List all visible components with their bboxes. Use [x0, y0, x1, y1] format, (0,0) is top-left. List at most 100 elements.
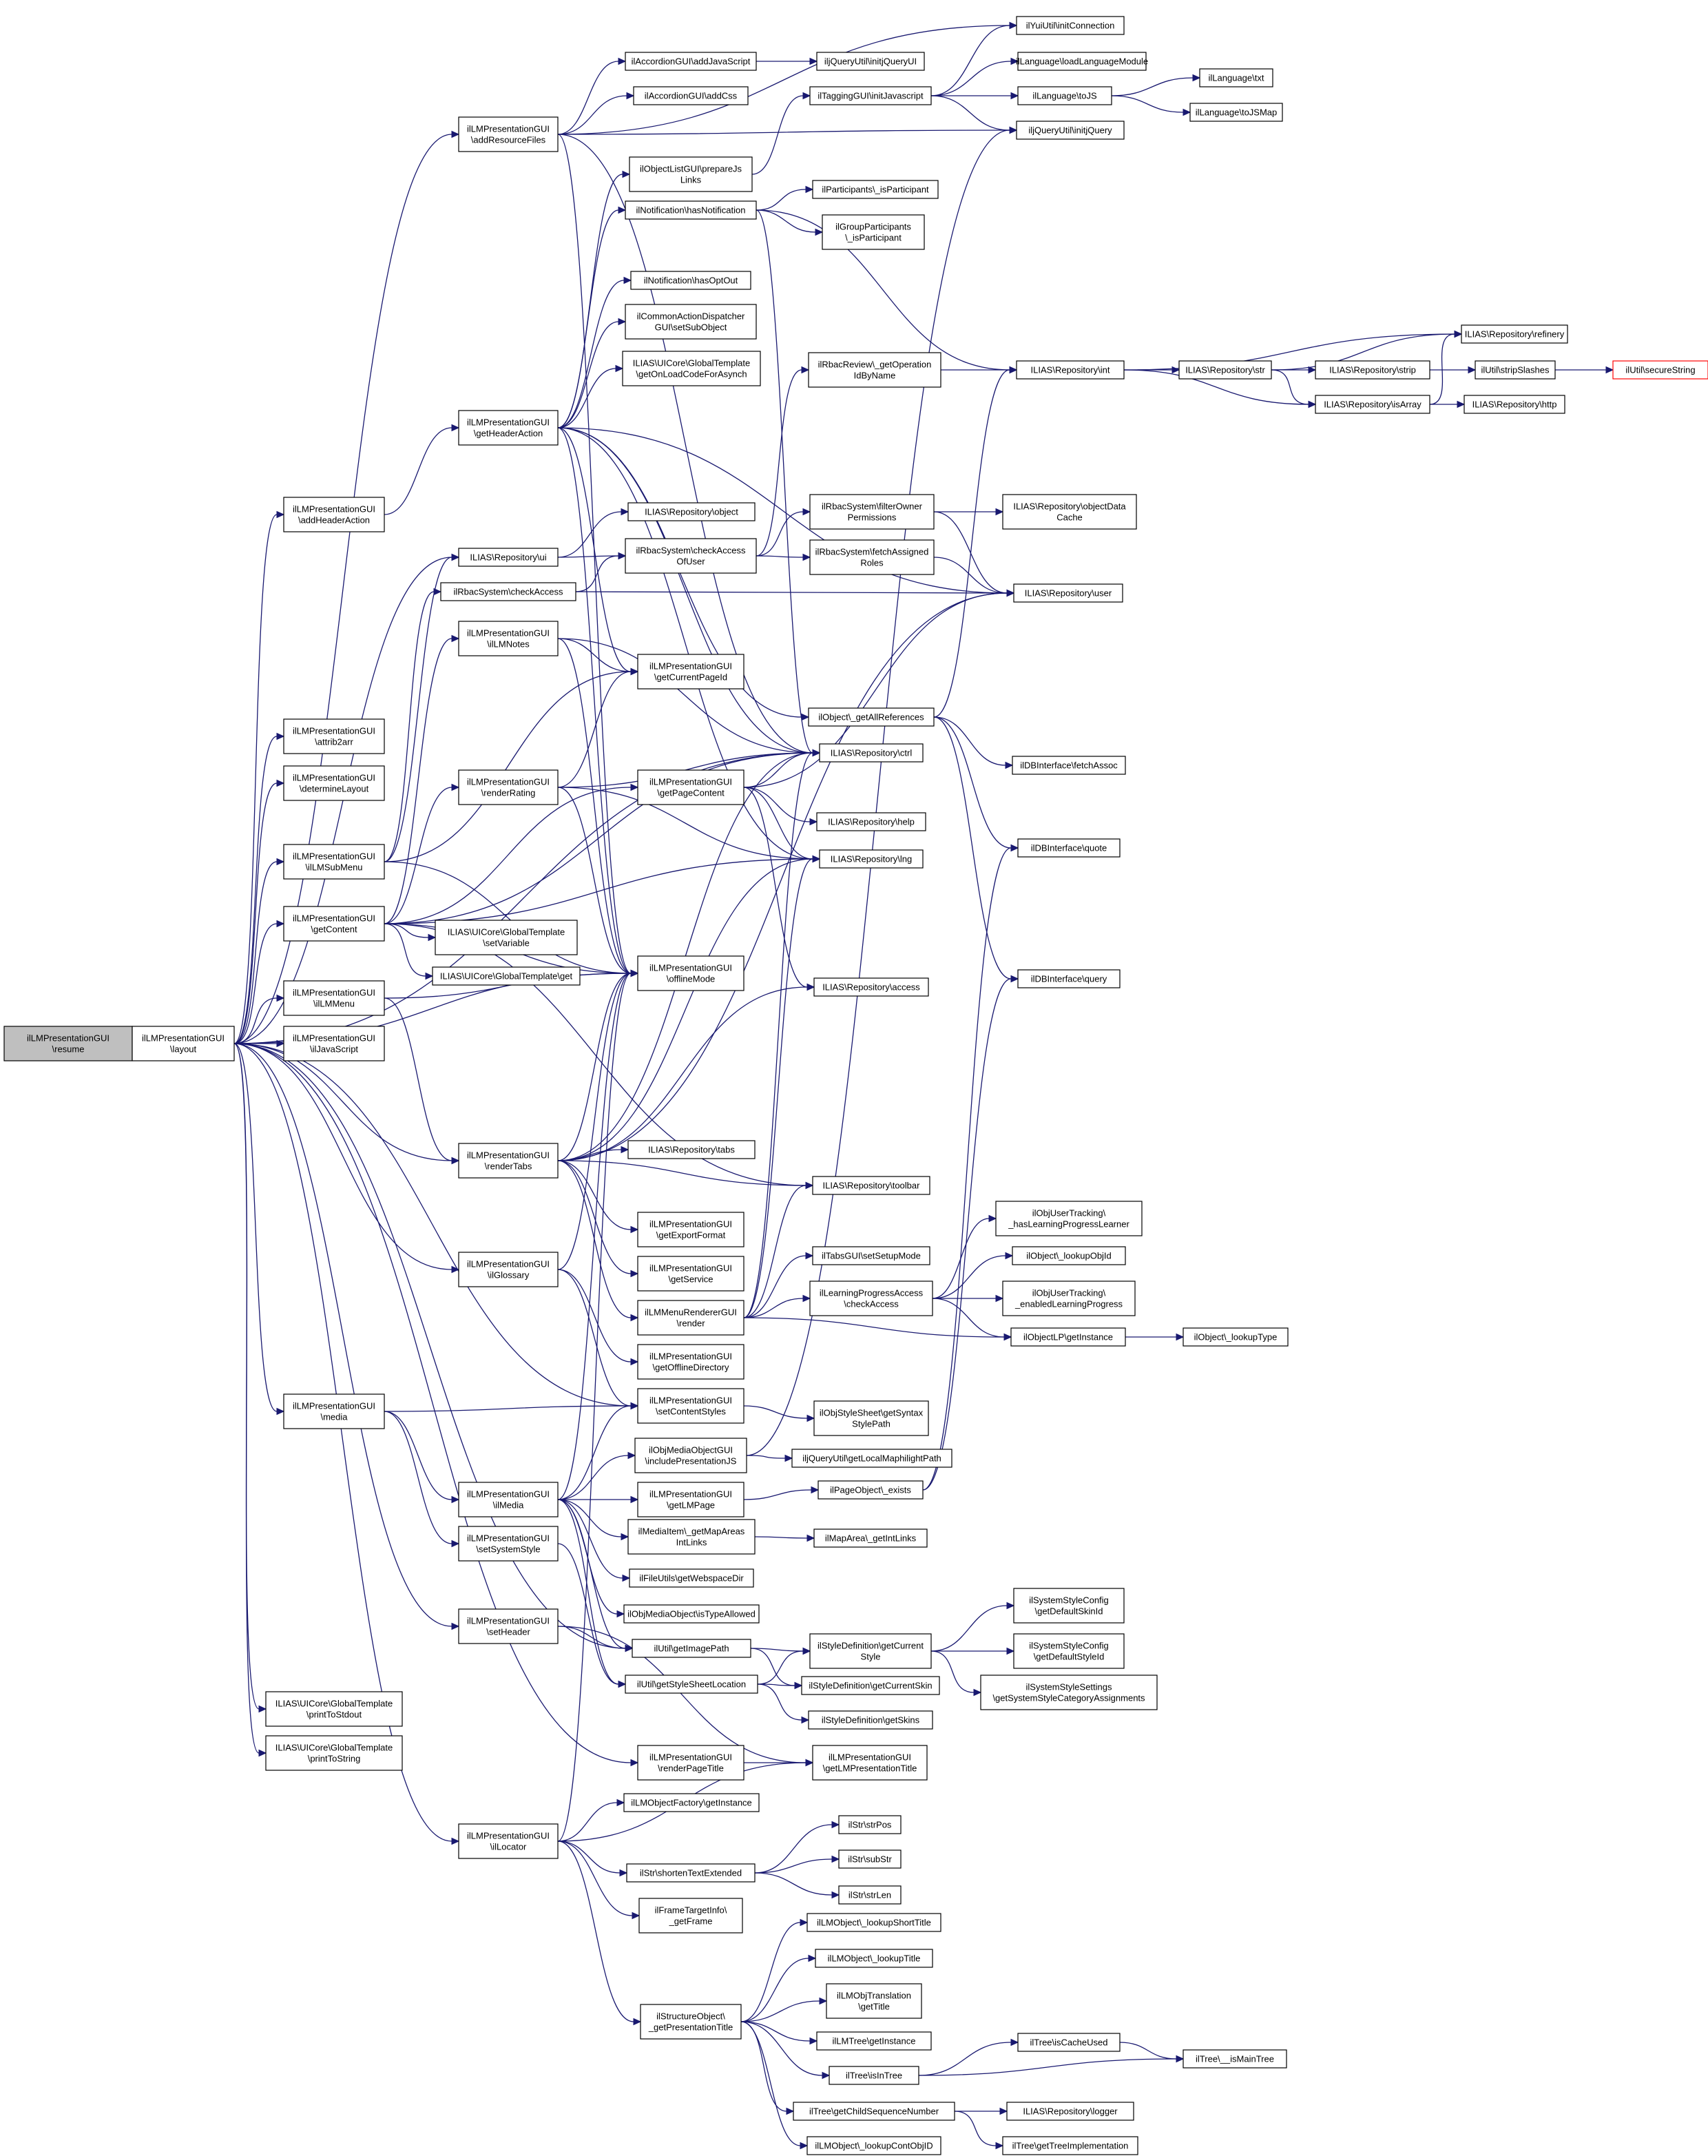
node-determineLayout[interactable]: ilLMPresentationGUI\determineLayout [283, 765, 385, 801]
node-repoLng[interactable]: ILIAS\Repository\lng [819, 849, 924, 869]
node-ilLMSubMenu[interactable]: ilLMPresentationGUI\ilLMSubMenu [283, 844, 385, 880]
node-shortenText[interactable]: ilStr\shortenTextExtended [626, 1863, 756, 1883]
node-repoStr[interactable]: ILIAS\Repository\str [1178, 360, 1272, 380]
node-getContent[interactable]: ilLMPresentationGUI\getContent [283, 906, 385, 942]
node-getImagePath[interactable]: ilUtil\getImagePath [632, 1639, 751, 1658]
node-ilLMNotes[interactable]: ilLMPresentationGUI\ilLMNotes [458, 621, 559, 656]
node-setSetupMode[interactable]: ilTabsGUI\setSetupMode [812, 1246, 930, 1265]
node-repoTabs[interactable]: ILIAS\Repository\tabs [627, 1140, 756, 1159]
node-objTransTitle[interactable]: ilLMObjTranslation\getTitle [826, 1983, 922, 2019]
node-ilJavaScript[interactable]: ilLMPresentationGUI\ilJavaScript [283, 1026, 385, 1061]
node-lpCheckAccess[interactable]: ilLearningProgressAccess\checkAccess [809, 1281, 933, 1316]
node-treeIsCacheUsed[interactable]: ilTree\isCacheUsed [1017, 2033, 1121, 2052]
node-treeImpl[interactable]: ilTree\getTreeImplementation [1002, 2136, 1138, 2155]
node-attrib2arr[interactable]: ilLMPresentationGUI\attrib2arr [283, 718, 385, 754]
node-getWebspaceDir[interactable]: ilFileUtils\getWebspaceDir [629, 1568, 754, 1588]
node-repoCtrl[interactable]: ILIAS\Repository\ctrl [819, 743, 924, 763]
node-getService[interactable]: ilLMPresentationGUI\getService [637, 1256, 744, 1292]
node-strPos[interactable]: ilStr\strPos [838, 1815, 902, 1834]
node-childSeqNumber[interactable]: ilTree\getChildSequenceNumber [793, 2102, 955, 2121]
node-dbQuery[interactable]: ilDBInterface\query [1017, 969, 1121, 988]
node-ssDefaultStyle[interactable]: ilSystemStyleConfig\getDefaultStyleId [1013, 1633, 1125, 1669]
node-stripSlashes[interactable]: ilUtil\stripSlashes [1475, 360, 1556, 380]
node-addHeaderAction[interactable]: ilLMPresentationGUI\addHeaderAction [283, 497, 385, 532]
node-setSystemStyle[interactable]: ilLMPresentationGUI\setSystemStyle [458, 1526, 559, 1562]
node-jqInitUI[interactable]: iljQueryUtil\initjQueryUI [816, 52, 925, 71]
node-ilGlossary[interactable]: ilLMPresentationGUI\ilGlossary [458, 1252, 559, 1287]
node-getLMPage[interactable]: ilLMPresentationGUI\getLMPage [637, 1482, 744, 1517]
node-repoObject[interactable]: ILIAS\Repository\object [627, 502, 756, 521]
node-mapGetIntLinks[interactable]: ilMapArea\_getIntLinks [813, 1528, 928, 1548]
node-ilLMMenu[interactable]: ilLMPresentationGUI\ilLMMenu [283, 980, 385, 1016]
node-repoStrip[interactable]: ILIAS\Repository\strip [1315, 360, 1430, 380]
node-yuiInit[interactable]: ilYuiUtil\initConnection [1016, 16, 1125, 35]
node-setHeader[interactable]: ilLMPresentationGUI\setHeader [458, 1608, 559, 1644]
node-menuRender[interactable]: ilLMMenuRendererGUI\render [637, 1300, 744, 1336]
node-renderPageTitle[interactable]: ilLMPresentationGUI\renderPageTitle [637, 1745, 744, 1781]
node-lookupContObjID[interactable]: ilLMObject\_lookupContObjID [806, 2136, 941, 2155]
node-printToStdout[interactable]: ILIAS\UICore\GlobalTemplate\printToStdou… [265, 1691, 403, 1727]
node-repoUser[interactable]: ILIAS\Repository\user [1013, 583, 1123, 603]
node-getExportFormat[interactable]: ilLMPresentationGUI\getExportFormat [637, 1212, 744, 1247]
node-includePresJS[interactable]: ilObjMediaObjectGUI\includePresentationJ… [634, 1438, 747, 1473]
node-dbQuote[interactable]: ilDBInterface\quote [1017, 838, 1121, 858]
node-enabledLP[interactable]: ilObjUserTracking\_enabledLearningProgre… [1002, 1281, 1136, 1316]
node-groupIsParticipant[interactable]: ilGroupParticipants\_isParticipant [822, 214, 925, 250]
node-partIsParticipant[interactable]: ilParticipants\_isParticipant [812, 180, 939, 199]
node-rbacCheckAccess[interactable]: ilRbacSystem\checkAccess [440, 582, 576, 601]
node-repoAccess[interactable]: ILIAS\Repository\access [813, 977, 929, 997]
node-styleDefSkins[interactable]: ilStyleDefinition\getSkins [808, 1710, 933, 1730]
node-repoRefinery[interactable]: ILIAS\Repository\refinery [1461, 324, 1568, 344]
node-getStyleSheetLocation[interactable]: ilUtil\getStyleSheetLocation [625, 1675, 758, 1694]
node-lookupObjId[interactable]: ilObject\_lookupObjId [1012, 1246, 1126, 1265]
node-layout[interactable]: ilLMPresentationGUI\layout [132, 1026, 235, 1061]
node-ilLocator[interactable]: ilLMPresentationGUI\ilLocator [458, 1823, 559, 1859]
node-getPageContent[interactable]: ilLMPresentationGUI\getPageContent [637, 769, 744, 805]
node-taggingInitJs[interactable]: ilTaggingGUI\initJavascript [809, 86, 932, 105]
node-pageExists[interactable]: ilPageObject\_exists [817, 1480, 924, 1500]
node-renderTabs[interactable]: ilLMPresentationGUI\renderTabs [458, 1143, 559, 1179]
node-getAllRefs[interactable]: ilObject\_getAllReferences [808, 707, 935, 727]
node-jqInit[interactable]: iljQueryUtil\initjQuery [1016, 121, 1125, 140]
node-getOfflineDirectory[interactable]: ilLMPresentationGUI\getOfflineDirectory [637, 1344, 744, 1380]
node-hasNotification[interactable]: ilNotification\hasNotification [625, 200, 757, 220]
node-ssDefaultSkin[interactable]: ilSystemStyleConfig\getDefaultSkinId [1013, 1588, 1125, 1624]
node-repoHttp[interactable]: ILIAS\Repository\http [1464, 395, 1565, 414]
node-structPresTitle[interactable]: ilStructureObject\_getPresentationTitle [640, 2004, 742, 2040]
node-fetchAssoc[interactable]: ilDBInterface\fetchAssoc [1012, 756, 1126, 775]
node-getCurrentPageId[interactable]: ilLMPresentationGUI\getCurrentPageId [637, 654, 744, 690]
node-repoInt[interactable]: ILIAS\Repository\int [1016, 360, 1125, 380]
node-gtSetVariable[interactable]: ILIAS\UICore\GlobalTemplate\setVariable [435, 920, 578, 955]
node-lookupShortTitle[interactable]: ilLMObject\_lookupShortTitle [806, 1913, 941, 1932]
node-ilMedia[interactable]: ilLMPresentationGUI\ilMedia [458, 1482, 559, 1517]
node-renderRating[interactable]: ilLMPresentationGUI\renderRating [458, 769, 559, 805]
node-resume[interactable]: ilLMPresentationGUI\resume [3, 1026, 133, 1061]
node-subStr[interactable]: ilStr\subStr [838, 1849, 902, 1869]
node-localMaphilight[interactable]: iljQueryUtil\getLocalMaphilightPath [791, 1449, 952, 1468]
node-langToJSMap[interactable]: ilLanguage\toJSMap [1189, 103, 1283, 122]
node-getLMPresTitle[interactable]: ilLMPresentationGUI\getLMPresentationTit… [812, 1745, 928, 1781]
node-getHeaderAction[interactable]: ilLMPresentationGUI\getHeaderAction [458, 410, 559, 446]
node-accAddJs[interactable]: ilAccordionGUI\addJavaScript [625, 52, 757, 71]
node-accAddCss[interactable]: ilAccordionGUI\addCss [633, 86, 749, 105]
node-hasLPLearner[interactable]: ilObjUserTracking\_hasLearningProgressLe… [995, 1201, 1143, 1236]
node-getOnLoadCode[interactable]: ILIAS\UICore\GlobalTemplate\getOnLoadCod… [622, 351, 761, 386]
node-secureString[interactable]: ilUtil\secureString [1612, 360, 1708, 380]
node-lookupType[interactable]: ilObject\_lookupType [1183, 1327, 1289, 1347]
node-treeIsMainTree[interactable]: ilTree\__isMainTree [1183, 2049, 1287, 2069]
node-repoIsArray[interactable]: ILIAS\Repository\isArray [1315, 395, 1430, 414]
node-frameTarget[interactable]: ilFrameTargetInfo\_getFrame [638, 1898, 743, 1934]
node-repoToolbar[interactable]: ILIAS\Repository\toolbar [812, 1176, 930, 1195]
node-repoHelp[interactable]: ILIAS\Repository\help [816, 812, 926, 831]
node-lmTreeGet[interactable]: ilLMTree\getInstance [816, 2031, 932, 2051]
node-loadLangModule[interactable]: ilLanguage\loadLanguageModule [1016, 52, 1148, 71]
node-styleDefCurSkin[interactable]: ilStyleDefinition\getCurrentSkin [801, 1676, 940, 1695]
